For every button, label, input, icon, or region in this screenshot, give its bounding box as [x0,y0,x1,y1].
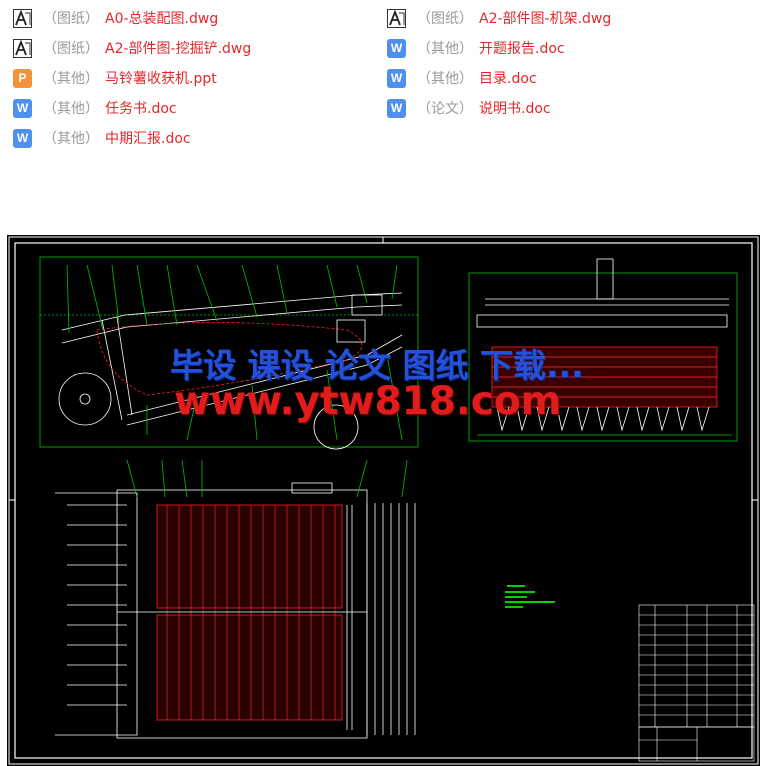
front-view [468,258,738,442]
file-item-a0-assembly[interactable]: （图纸） A0-总装配图.dwg [13,6,218,30]
file-name-link[interactable]: A2-部件图-机架.dwg [479,11,612,27]
file-name-link[interactable]: 目录.doc [479,71,537,87]
word-file-icon: W [387,68,406,88]
technical-notes [505,585,555,608]
side-view [39,256,419,450]
file-item-a2-shovel[interactable]: （图纸） A2-部件图-挖掘铲.dwg [13,36,251,60]
file-item-a2-frame[interactable]: （图纸） A2-部件图-机架.dwg [387,6,611,30]
file-item-task-book[interactable]: W （其他） 任务书.doc [13,96,177,120]
word-file-icon: W [13,128,32,148]
dwg-file-icon [13,8,32,28]
file-type-label: （其他） [417,71,473,87]
file-type-label: （其他） [43,131,99,147]
watermark-url: www.ytw818.com [174,379,562,424]
file-type-label: （其他） [43,71,99,87]
file-name-link[interactable]: 说明书.doc [479,101,551,117]
file-list: （图纸） A0-总装配图.dwg （图纸） A2-部件图-机架.dwg （图纸）… [0,0,760,160]
file-item-manual[interactable]: W （论文） 说明书.doc [387,96,551,120]
file-type-label: （图纸） [417,11,473,27]
plan-view [55,459,416,739]
title-block [638,604,755,762]
file-type-label: （论文） [417,101,473,117]
file-type-label: （图纸） [43,41,99,57]
watermark-tagline: 毕设 课设 论文 图纸 下载... [170,346,584,385]
word-file-icon: W [13,98,32,118]
file-name-link[interactable]: A2-部件图-挖掘铲.dwg [105,41,252,57]
dwg-file-icon [13,38,32,58]
dwg-file-icon [387,8,406,28]
cad-drawing-preview: 毕设 课设 论文 图纸 下载... www.ytw818.com [7,235,760,766]
file-name-link[interactable]: A0-总装配图.dwg [105,11,219,27]
file-type-label: （图纸） [43,11,99,27]
file-item-contents[interactable]: W （其他） 目录.doc [387,66,537,90]
word-file-icon: W [387,38,406,58]
cad-drawing-canvas [8,236,759,765]
file-name-link[interactable]: 开题报告.doc [479,41,565,57]
file-item-presentation[interactable]: P （其他） 马铃薯收获机.ppt [13,66,217,90]
file-name-link[interactable]: 马铃薯收获机.ppt [105,71,217,87]
file-item-midterm[interactable]: W （其他） 中期汇报.doc [13,126,191,150]
file-item-proposal[interactable]: W （其他） 开题报告.doc [387,36,565,60]
file-type-label: （其他） [43,101,99,117]
file-type-label: （其他） [417,41,473,57]
ppt-file-icon: P [13,68,32,88]
file-name-link[interactable]: 中期汇报.doc [105,131,191,147]
word-file-icon: W [387,98,406,118]
file-name-link[interactable]: 任务书.doc [105,101,177,117]
